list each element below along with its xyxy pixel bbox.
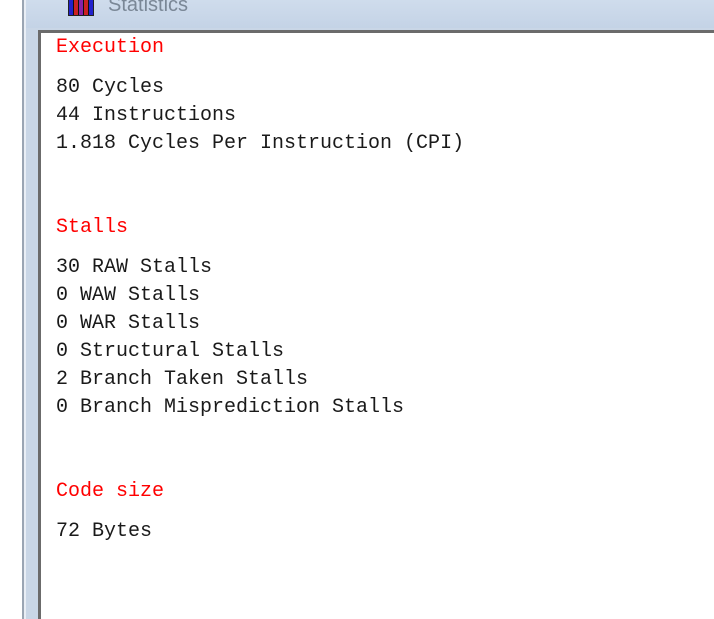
stat-waw-stalls: 0 WAW Stalls [56, 284, 201, 307]
stat-code-bytes: 72 Bytes [56, 520, 153, 543]
window-titlebar[interactable]: Statistics [26, 0, 714, 28]
window-title: Statistics [108, 0, 189, 16]
stat-structural-stalls: 0 Structural Stalls [56, 340, 285, 363]
stat-raw-stalls: 30 RAW Stalls [56, 256, 213, 279]
stat-instructions: 44 Instructions [56, 104, 237, 127]
statistics-content-panel [38, 30, 714, 619]
stat-cpi: 1.818 Cycles Per Instruction (CPI) [56, 132, 465, 155]
section-header-code-size: Code size [56, 480, 165, 503]
stat-branch-misprediction-stalls: 0 Branch Misprediction Stalls [56, 396, 405, 419]
icon-bar [69, 0, 73, 15]
icon-bar [84, 0, 88, 15]
background-window-edge [0, 0, 22, 619]
bar-chart-icon [68, 0, 94, 16]
icon-bar [79, 0, 83, 15]
section-header-execution: Execution [56, 36, 165, 59]
stat-branch-taken-stalls: 2 Branch Taken Stalls [56, 368, 309, 391]
stat-war-stalls: 0 WAR Stalls [56, 312, 201, 335]
background-window-border [22, 0, 24, 619]
icon-bar [74, 0, 78, 15]
stat-cycles: 80 Cycles [56, 76, 165, 99]
icon-bar [89, 0, 93, 15]
section-header-stalls: Stalls [56, 216, 129, 239]
